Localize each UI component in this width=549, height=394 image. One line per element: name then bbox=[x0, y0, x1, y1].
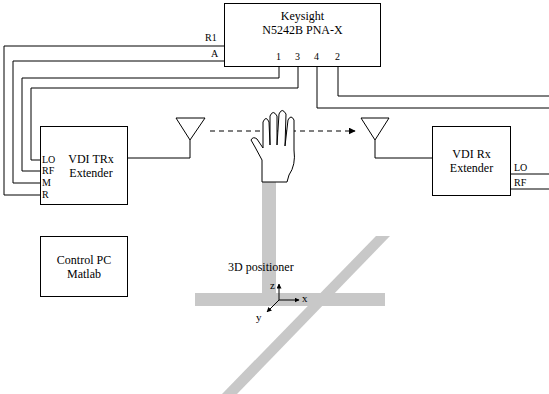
axis-label: x bbox=[302, 292, 308, 304]
box-label: VDI TRx Extender bbox=[68, 152, 114, 180]
port-label: LO bbox=[42, 154, 55, 165]
extender-box: VDI Rx Extender bbox=[432, 126, 511, 196]
port-number: 2 bbox=[335, 51, 340, 62]
positioner-bands bbox=[195, 172, 390, 394]
port-number: 4 bbox=[314, 51, 319, 62]
port-label: A bbox=[211, 48, 218, 59]
analyzer-box: Keysight N5242B PNA-X bbox=[224, 3, 381, 67]
port-label: R bbox=[42, 189, 49, 200]
pc-box: Control PC Matlab bbox=[40, 236, 128, 297]
port-number: 3 bbox=[295, 51, 300, 62]
port-label: LO bbox=[514, 162, 527, 173]
box-label: Control PC Matlab bbox=[54, 253, 114, 281]
axis-label: z bbox=[270, 279, 275, 291]
port-label: RF bbox=[514, 177, 526, 188]
port-label: R1 bbox=[205, 32, 217, 43]
port-label: M bbox=[42, 177, 51, 188]
axis-label: y bbox=[256, 311, 262, 323]
port-label: RF bbox=[42, 165, 54, 176]
box-label: VDI Rx Extender bbox=[450, 147, 494, 175]
hand bbox=[251, 111, 294, 183]
port-number: 1 bbox=[276, 51, 281, 62]
box-label: Keysight N5242B PNA-X bbox=[262, 9, 343, 37]
positioner-label: 3D positioner bbox=[228, 261, 294, 274]
